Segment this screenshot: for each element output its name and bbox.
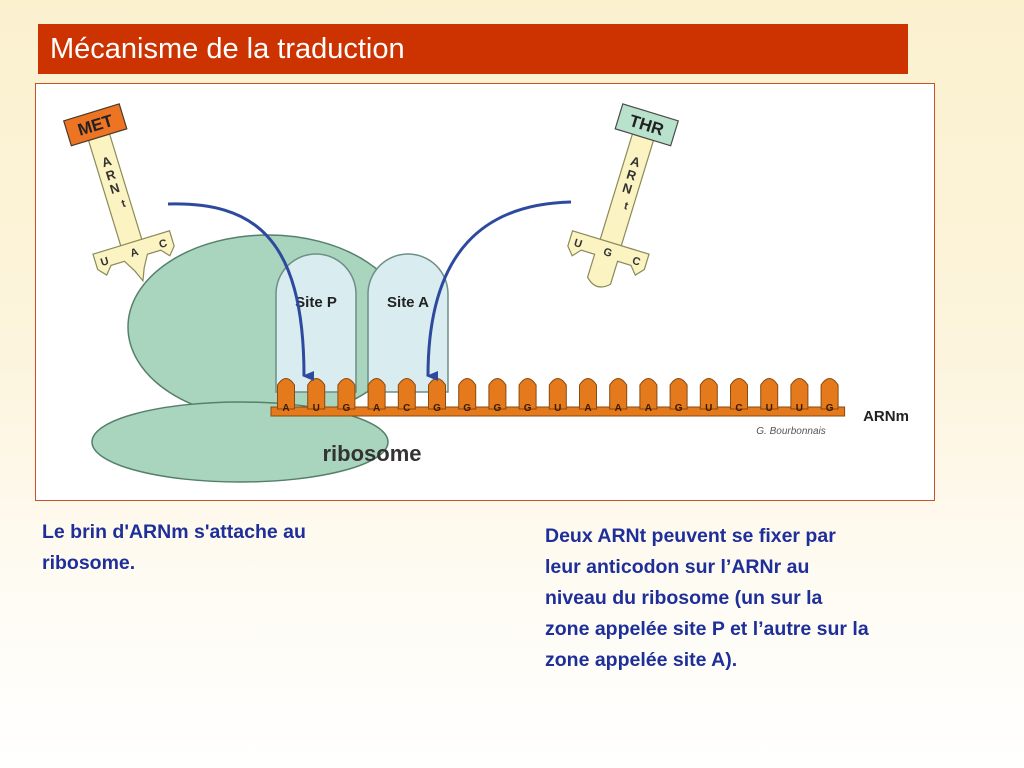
mrna-nucleotide [397,378,416,410]
trna-stem-letter: N [108,180,121,197]
thr-cap [614,103,680,147]
mrna-nucleotide [730,378,748,410]
mrna-nucleotide [458,378,477,410]
mrna-nucleotide [760,378,779,410]
mrna-base-label: U [313,403,320,414]
mrna-base-label: G [675,403,683,414]
mrna-base-label: G [463,403,471,414]
anticodon-base-label: C [158,237,169,251]
caption-right: Deux ARNt peuvent se fixer par leur anti… [545,521,985,676]
mrna-nucleotide [639,378,658,410]
trna-thr: THR ARNt UGC [567,103,680,288]
mrna-nucleotide [820,378,839,410]
slide-title: Mécanisme de la traduction [50,33,405,65]
caption-left: Le brin d'ARNm s'attache au ribosome. [42,517,412,579]
anticodon-base-label: U [99,255,110,269]
mrna-base-label: C [403,403,410,414]
caption-left-line: ribosome. [42,552,136,574]
mrna-base-label: U [705,403,712,414]
ribosome-large-subunit [127,234,409,420]
met-cap [62,103,128,147]
caption-right-line: leur anticodon sur l’ARNr au [545,556,810,578]
anticodon-base-label: G [602,246,614,260]
mrna-base-label: G [524,403,532,414]
caption-left-line: Le brin d'ARNm s'attache au [42,521,306,543]
trna-stem-letter: N [621,180,634,197]
mrna-base-label: U [766,403,773,414]
mrna-nucleotide [579,378,597,410]
title-banner: Mécanisme de la traduction [38,24,908,74]
mrna-base-label: U [796,403,803,414]
mrna-nucleotide [488,378,507,410]
mrna-nucleotide [307,378,326,410]
credit-signature: G. Bourbonnais [756,426,826,437]
caption-right-line: zone appelée site P et l’autre sur la [545,618,869,640]
site-a-label: Site A [387,294,429,311]
anticodon-base-label: U [572,237,583,251]
mrna-nucleotide [428,378,446,410]
mrna-base-label: U [554,403,561,414]
trna-thr-anticodon-base [567,230,650,288]
mrna-base-label: G [433,403,441,414]
mrna-base-label: A [615,403,622,414]
mrna-nucleotide [337,378,356,410]
mrna-base-label: G [494,403,502,414]
mrna-base-label: G [343,403,351,414]
mrna-base-label: C [735,403,742,414]
translation-diagram: ribosome Site P Site A A U G A C G G G G U A A A G U C U… [62,103,909,483]
mrna-base-label: A [373,403,380,414]
caption-right-line: niveau du ribosome (un sur la [545,587,823,609]
mrna-label: ARNm [863,408,909,425]
mrna-nucleotide [367,378,386,410]
mrna-base-label: A [282,403,289,414]
trna-met-anticodon-base [92,230,175,283]
mrna-nucleotide [277,378,295,410]
caption-right-line: zone appelée site A). [545,649,738,671]
mrna-nucleotide [609,378,628,410]
ribosome-label: ribosome [322,441,421,466]
mrna-nucleotide [699,378,718,410]
mrna-base-label: G [826,403,834,414]
anticodon-base-label: C [631,255,642,269]
anticodon-base-label: A [129,246,140,260]
mrna-base-label: A [645,403,652,414]
trna-stem-letter: t [622,200,629,213]
ribosome-small-subunit [91,401,389,483]
mrna-nucleotide [669,378,688,410]
mrna-nucleotide [518,378,537,410]
mrna-nucleotide [790,378,809,410]
arrow-to-site-p [167,202,315,381]
site-p-region [275,253,357,393]
mrna-nucleotide [548,378,567,410]
trna-stem-letter: t [120,198,127,211]
site-p-label: Site P [295,294,337,311]
site-a-region [367,253,449,393]
translation-figure: ribosome Site P Site A A U G A C G G G G U A A A G U C U… [35,83,935,501]
arrow-to-site-a [426,200,572,382]
trna-met: MET ARNt UAC [62,103,175,283]
mrna-base-label: A [584,403,591,414]
caption-right-line: Deux ARNt peuvent se fixer par [545,525,836,547]
